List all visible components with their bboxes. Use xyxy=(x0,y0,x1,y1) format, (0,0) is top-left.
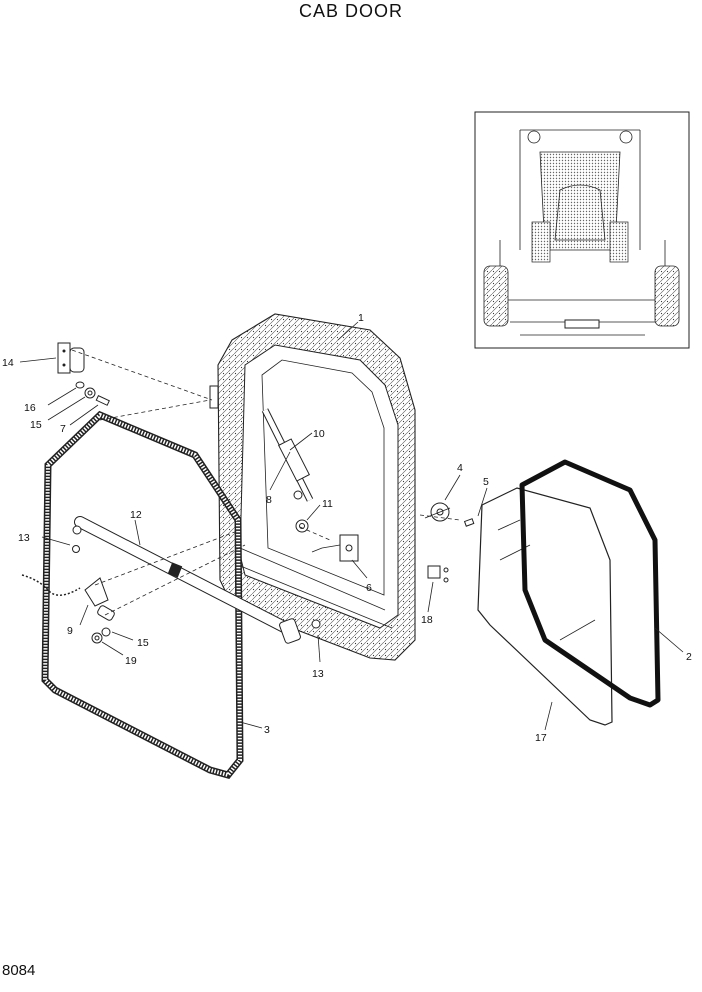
page-title: CAB DOOR xyxy=(298,1,403,21)
callout-9: 9 xyxy=(67,625,73,637)
door-hinge-bracket xyxy=(209,385,219,409)
hinge xyxy=(57,342,85,374)
callout-13-strut: 13 xyxy=(312,668,324,680)
callout-8: 8 xyxy=(266,494,272,506)
callout-18: 18 xyxy=(421,614,433,626)
bolt xyxy=(95,394,110,406)
machine-inset-view xyxy=(474,111,690,349)
handle-washer xyxy=(101,627,111,637)
callout-16: 16 xyxy=(24,402,36,414)
striker xyxy=(427,565,449,583)
callout-2: 2 xyxy=(686,651,692,663)
window-seal xyxy=(519,459,661,708)
callout-17: 17 xyxy=(535,732,547,744)
alignment-lines xyxy=(71,349,461,616)
door-seal xyxy=(41,410,244,779)
page-number: 8084 xyxy=(2,962,36,979)
hinge-plate xyxy=(424,502,451,522)
callout-10: 10 xyxy=(313,428,325,440)
washer xyxy=(75,381,85,389)
callout-14: 14 xyxy=(2,357,14,369)
latch-assembly xyxy=(311,534,359,562)
callout-4: 4 xyxy=(457,462,463,474)
wiper-arm xyxy=(261,408,314,502)
window-glass xyxy=(477,487,613,726)
callout-12: 12 xyxy=(130,509,142,521)
callout-1: 1 xyxy=(358,312,364,324)
nut xyxy=(84,387,96,399)
callout-15-hinge: 15 xyxy=(30,419,42,431)
leader-lines xyxy=(19,321,684,731)
callout-13-handle: 13 xyxy=(18,532,30,544)
callout-15-handle: 15 xyxy=(137,637,149,649)
grommet xyxy=(295,519,309,533)
callout-5: 5 xyxy=(483,476,489,488)
callout-7: 7 xyxy=(60,423,66,435)
callout-3: 3 xyxy=(264,724,270,736)
grease-fitting xyxy=(72,545,80,553)
handle-nut xyxy=(91,632,103,644)
gas-strut xyxy=(72,516,321,644)
callout-19: 19 xyxy=(125,655,137,667)
pin xyxy=(463,518,475,527)
callout-11: 11 xyxy=(322,498,333,510)
callout-6: 6 xyxy=(366,582,372,594)
door-handle xyxy=(21,574,115,621)
